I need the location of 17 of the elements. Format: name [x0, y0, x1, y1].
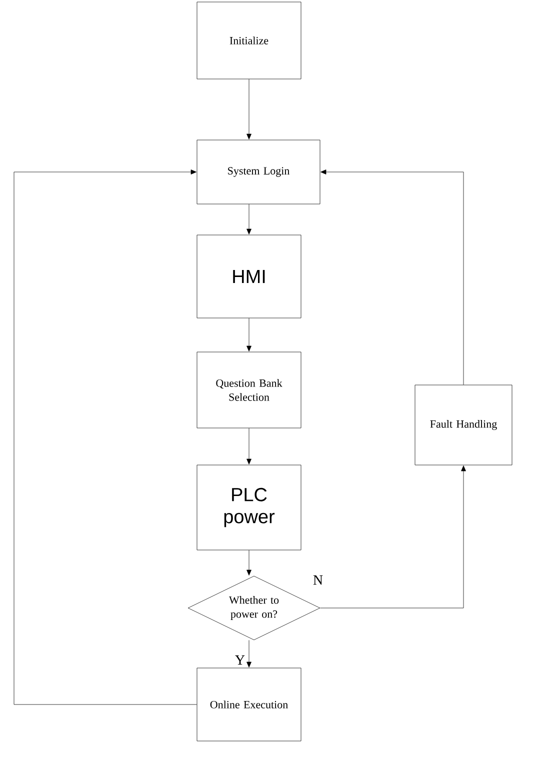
arrow: [246, 640, 252, 668]
process-box: Initialize: [196, 2, 302, 80]
arrow: [246, 318, 252, 352]
arrow: [246, 428, 252, 464]
process-box: Question Bank Selection: [196, 352, 302, 428]
process-box: System Login: [196, 140, 320, 204]
process-box: Online Execution: [196, 668, 302, 742]
arrow: [14, 170, 197, 705]
arrow: [246, 550, 252, 576]
arrow: [246, 204, 252, 234]
edge-label: Y: [234, 654, 246, 666]
arrow: [320, 466, 466, 608]
process-box: PLC power: [196, 464, 302, 550]
process-box: Fault Handling: [414, 384, 512, 466]
arrow: [320, 170, 464, 385]
process-box: HMI: [196, 234, 302, 318]
arrow: [246, 79, 252, 140]
